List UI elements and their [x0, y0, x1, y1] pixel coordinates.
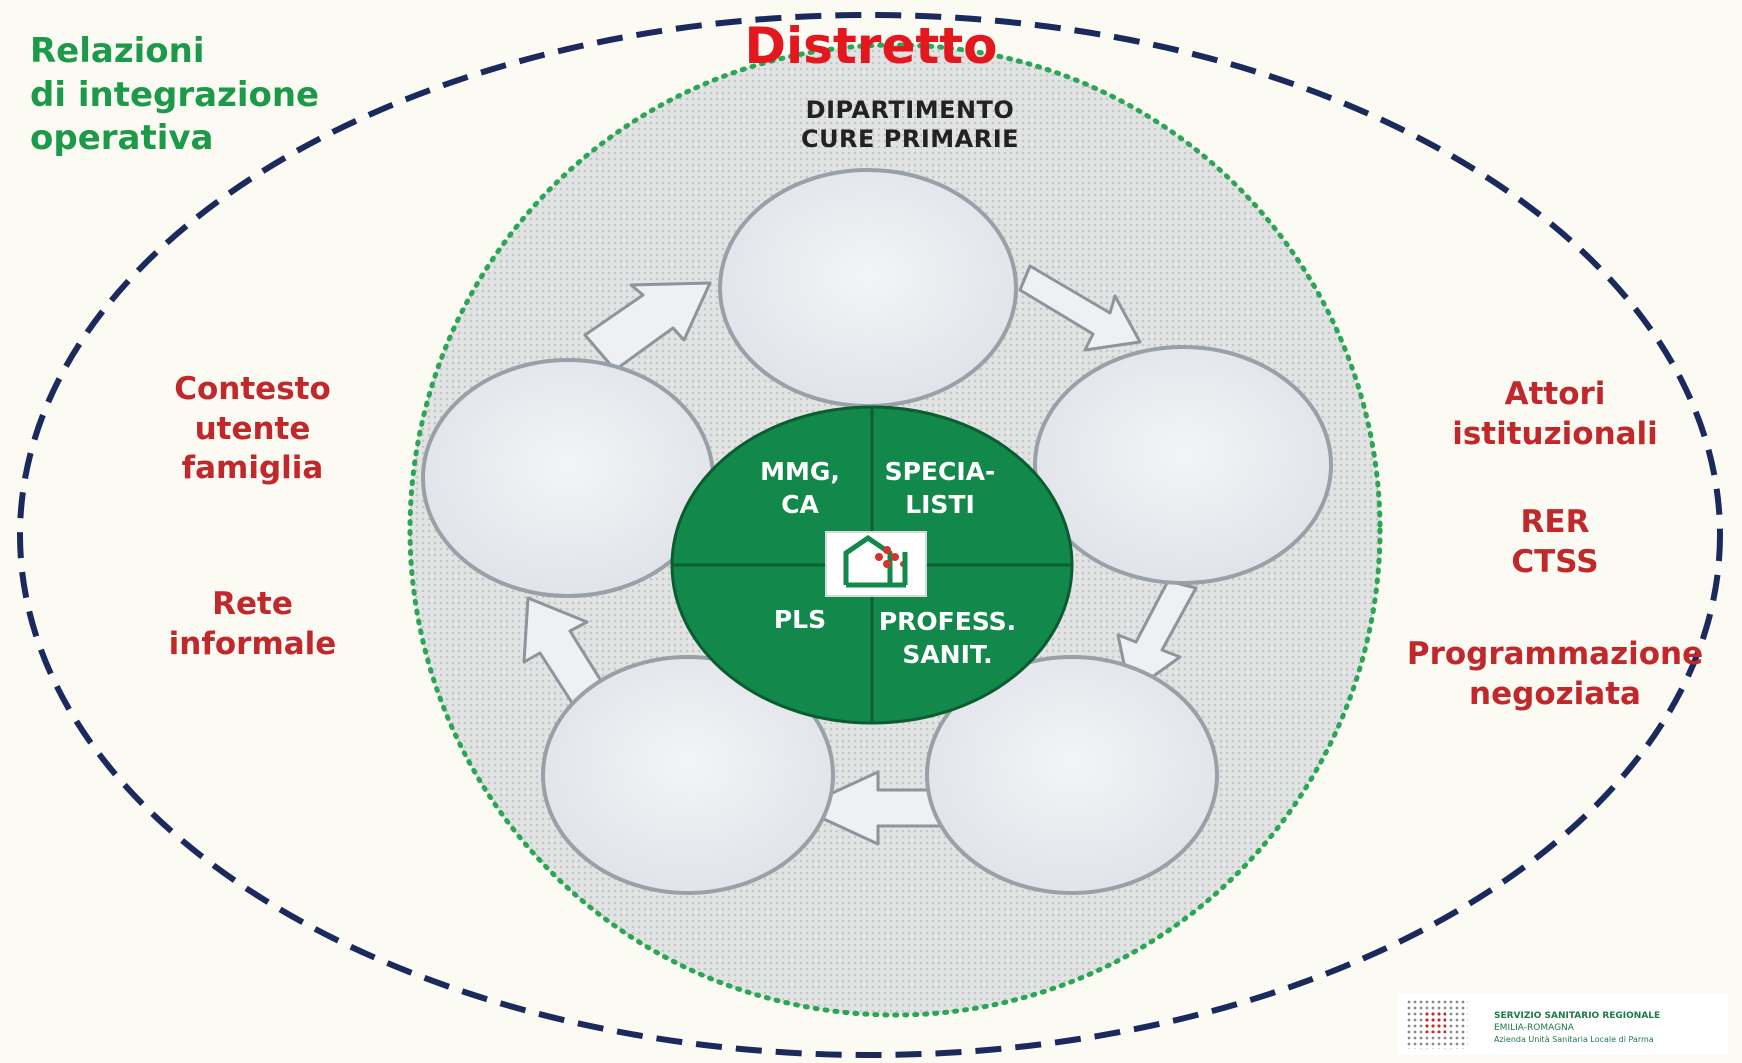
corner-label-line-2: di integrazione — [30, 74, 320, 115]
negotiated-planning-line-2: negoziata — [1469, 675, 1641, 712]
center-quadrant-health-professions: PROFESS. SANIT. — [870, 605, 1025, 671]
district-title: Distretto — [744, 17, 998, 75]
quadrant-health-line-1: PROFESS. — [878, 607, 1017, 636]
house-cross-icon — [825, 531, 927, 597]
quadrant-mmg-line-2: CA — [781, 490, 819, 519]
logo-line-3: Azienda Unità Sanitaria Locale di Parma — [1494, 1035, 1654, 1044]
center-quadrant-mmg: MMG, CA — [735, 455, 865, 521]
negotiated-planning-line-1: Programmazione — [1406, 636, 1704, 672]
quadrant-health-line-2: SANIT. — [902, 640, 993, 669]
regional-health-logo: SERVIZIO SANITARIO REGIONALE EMILIA-ROMA… — [1398, 993, 1728, 1055]
arrow-top-to-right — [1018, 264, 1142, 352]
department-line-2: CURE PRIMARIE — [800, 125, 1020, 154]
arrow-left-to-top — [583, 281, 712, 372]
ctss-line: CTSS — [1511, 543, 1599, 580]
center-quadrant-pls: PLS — [735, 603, 865, 636]
quadrant-mmg-line-1: MMG, — [760, 457, 840, 486]
bubble-left — [421, 358, 715, 598]
logo-line-1: SERVIZIO SANITARIO REGIONALE — [1494, 1011, 1661, 1021]
user-context-line-3: famiglia — [181, 450, 324, 487]
rer-ctss-label: RER CTSS — [1420, 503, 1690, 582]
logo-line-2: EMILIA-ROMAGNA — [1494, 1023, 1574, 1033]
bubble-bottom-right — [925, 655, 1219, 895]
bubble-top — [718, 168, 1018, 408]
corner-label-line-3: operativa — [30, 118, 214, 159]
quadrant-pls-line-1: PLS — [773, 605, 827, 634]
dot-grid-logo-icon — [1406, 999, 1468, 1049]
rer-line: RER — [1520, 504, 1590, 540]
bubble-bottom-left — [541, 655, 835, 895]
institutional-actors-line-2: istituzionali — [1452, 415, 1658, 452]
integration-relations-label: Relazioni di integrazione operativa — [30, 30, 319, 161]
department-line-1: DIPARTIMENTO — [805, 96, 1015, 124]
quadrant-specialists-line-2: LISTI — [905, 490, 975, 519]
institutional-actors-label: Attori istituzionali — [1420, 375, 1690, 454]
informal-network-line-1: Rete — [212, 586, 293, 622]
bubble-right — [1033, 345, 1333, 585]
outer-district-ellipse — [17, 12, 1723, 1058]
center-quadrant-specialists: SPECIA- LISTI — [870, 455, 1010, 521]
corner-label-line-1: Relazioni — [30, 31, 205, 71]
negotiated-planning-label: Programmazione negoziata — [1390, 635, 1720, 714]
quadrant-specialists-line-1: SPECIA- — [884, 457, 996, 486]
informal-network-label: Rete informale — [120, 585, 385, 664]
user-context-line-1: Contesto — [174, 371, 331, 407]
user-context-label: Contesto utente famiglia — [120, 370, 385, 489]
informal-network-line-2: informale — [168, 625, 337, 662]
arrow-bottomright-to-bottomleft — [798, 770, 942, 846]
institutional-actors-line-1: Attori — [1504, 376, 1606, 412]
user-context-line-2: utente — [194, 410, 311, 447]
department-label: DIPARTIMENTO CURE PRIMARIE — [760, 96, 1060, 155]
